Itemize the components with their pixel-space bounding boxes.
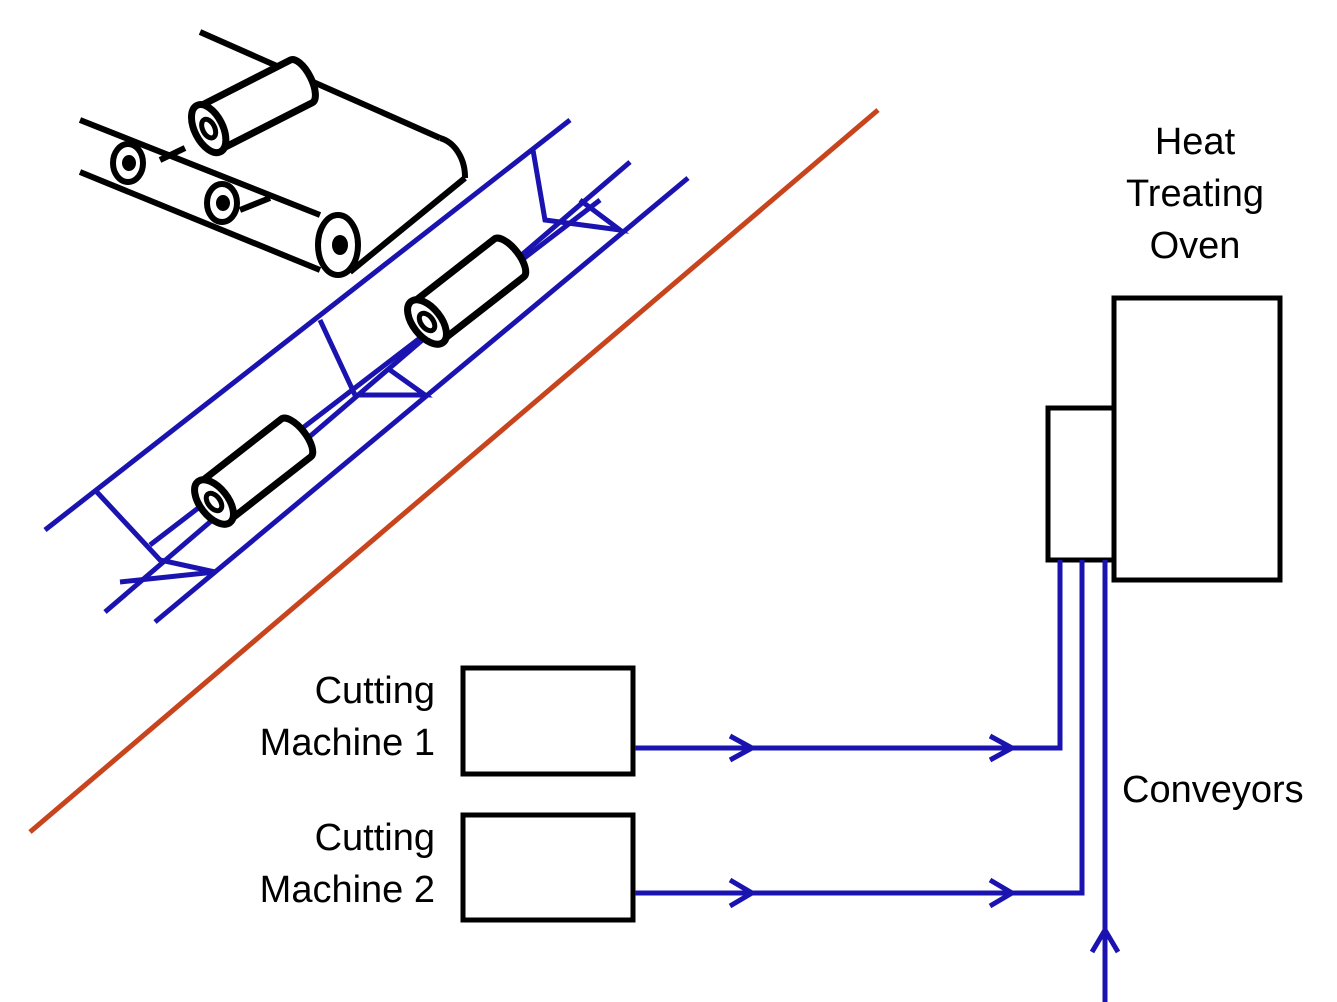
arrow-m1-a	[728, 733, 758, 763]
cutting-machine-1-label: Cutting Machine 1	[200, 665, 435, 769]
belt-conveyor-sketch	[78, 29, 469, 278]
cutting-machine-1-label-line-1: Cutting	[314, 670, 435, 712]
cutting-machine-2-block	[460, 812, 636, 923]
arrow-up	[1089, 925, 1121, 954]
conveyor-roller-lower	[187, 411, 320, 531]
oven-label-line-3: Oven	[1149, 225, 1241, 267]
arrow-m2-b	[988, 877, 1017, 909]
oven-label-line-2: Treating	[1126, 173, 1264, 215]
cutting-machine-2-label: Cutting Machine 2	[200, 812, 435, 916]
arrow-m1-b	[988, 733, 1018, 763]
divider-line	[28, 108, 880, 834]
conveyor-lines	[635, 560, 1121, 1002]
cutting-machine-1-block	[460, 665, 636, 777]
inclined-roller-conveyor	[43, 118, 690, 624]
oven-label: Heat Treating Oven	[1100, 116, 1290, 272]
arrow-m2-a	[728, 877, 757, 909]
conveyors-label: Conveyors	[1122, 769, 1304, 811]
oven-label-line-1: Heat	[1154, 121, 1236, 163]
cutting-machine-2-label-line-2: Machine 2	[259, 869, 435, 911]
conveyor-roller-upper	[400, 231, 533, 351]
cutting-machine-1-label-line-2: Machine 1	[259, 722, 435, 764]
heat-treating-oven-block	[1045, 295, 1283, 583]
cutting-machine-2-label-line-1: Cutting	[314, 817, 435, 859]
